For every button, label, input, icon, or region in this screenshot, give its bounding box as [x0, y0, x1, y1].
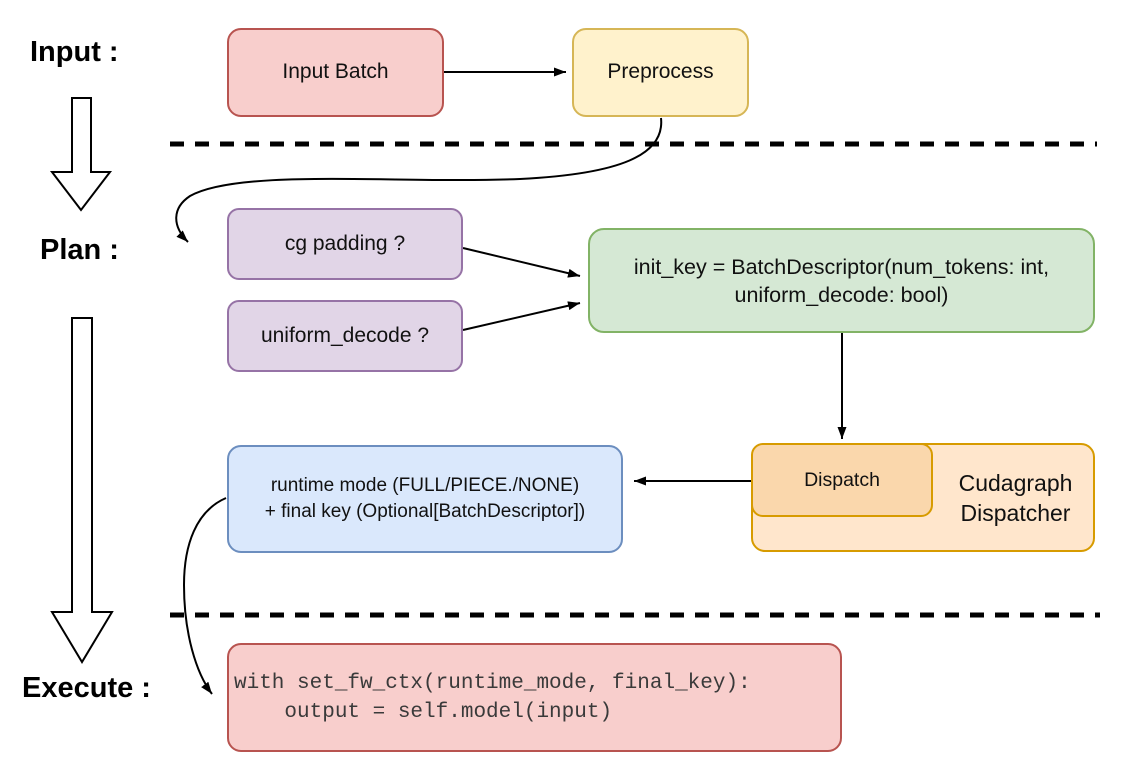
node-preprocess-label: Preprocess	[607, 60, 714, 84]
node-uniform-decode: uniform_decode ?	[227, 300, 463, 372]
connector-runtime-to-executecode	[182, 497, 227, 695]
node-dispatch: Dispatch	[751, 443, 933, 517]
stage-arrow-plan-to-execute-icon	[50, 317, 114, 664]
node-init-key: init_key = BatchDescriptor(num_tokens: i…	[588, 228, 1095, 333]
node-cudagraph-line1: Cudagraph	[958, 469, 1073, 496]
node-uniform-decode-label: uniform_decode ?	[260, 323, 430, 347]
execute-code-line1: with set_fw_ctx(runtime_mode, final_key)…	[234, 671, 751, 695]
node-cudagraph-line2: Dispatcher	[960, 499, 1071, 526]
node-runtime-line1: runtime mode (FULL/PIECE./NONE)	[270, 475, 580, 496]
node-init-key-line1: init_key = BatchDescriptor(num_tokens: i…	[633, 254, 1050, 279]
stage-label-input: Input :	[30, 36, 119, 68]
execute-code-line2: output = self.model(input)	[234, 700, 613, 724]
node-init-key-line2: uniform_decode: bool)	[734, 282, 949, 307]
node-execute-code: with set_fw_ctx(runtime_mode, final_key)…	[227, 643, 842, 752]
stage-label-execute: Execute :	[22, 672, 151, 704]
node-dispatch-label: Dispatch	[804, 468, 880, 491]
node-preprocess: Preprocess	[572, 28, 749, 117]
node-cudagraph-dispatcher-text: Cudagraph Dispatcher	[938, 445, 1093, 550]
node-input-batch-label: Input Batch	[282, 60, 389, 84]
node-input-batch: Input Batch	[227, 28, 444, 117]
node-runtime-mode-result: runtime mode (FULL/PIECE./NONE) + final …	[227, 445, 623, 553]
node-cg-padding: cg padding ?	[227, 208, 463, 280]
connector-uniformdecode-to-initkey	[462, 301, 581, 331]
node-runtime-line2: + final key (Optional[BatchDescriptor])	[264, 501, 586, 522]
node-cg-padding-label: cg padding ?	[284, 231, 406, 255]
stage-arrow-input-to-plan-icon	[49, 97, 113, 212]
connector-cgpadding-to-initkey	[462, 247, 581, 278]
stage-label-plan: Plan :	[40, 234, 119, 266]
